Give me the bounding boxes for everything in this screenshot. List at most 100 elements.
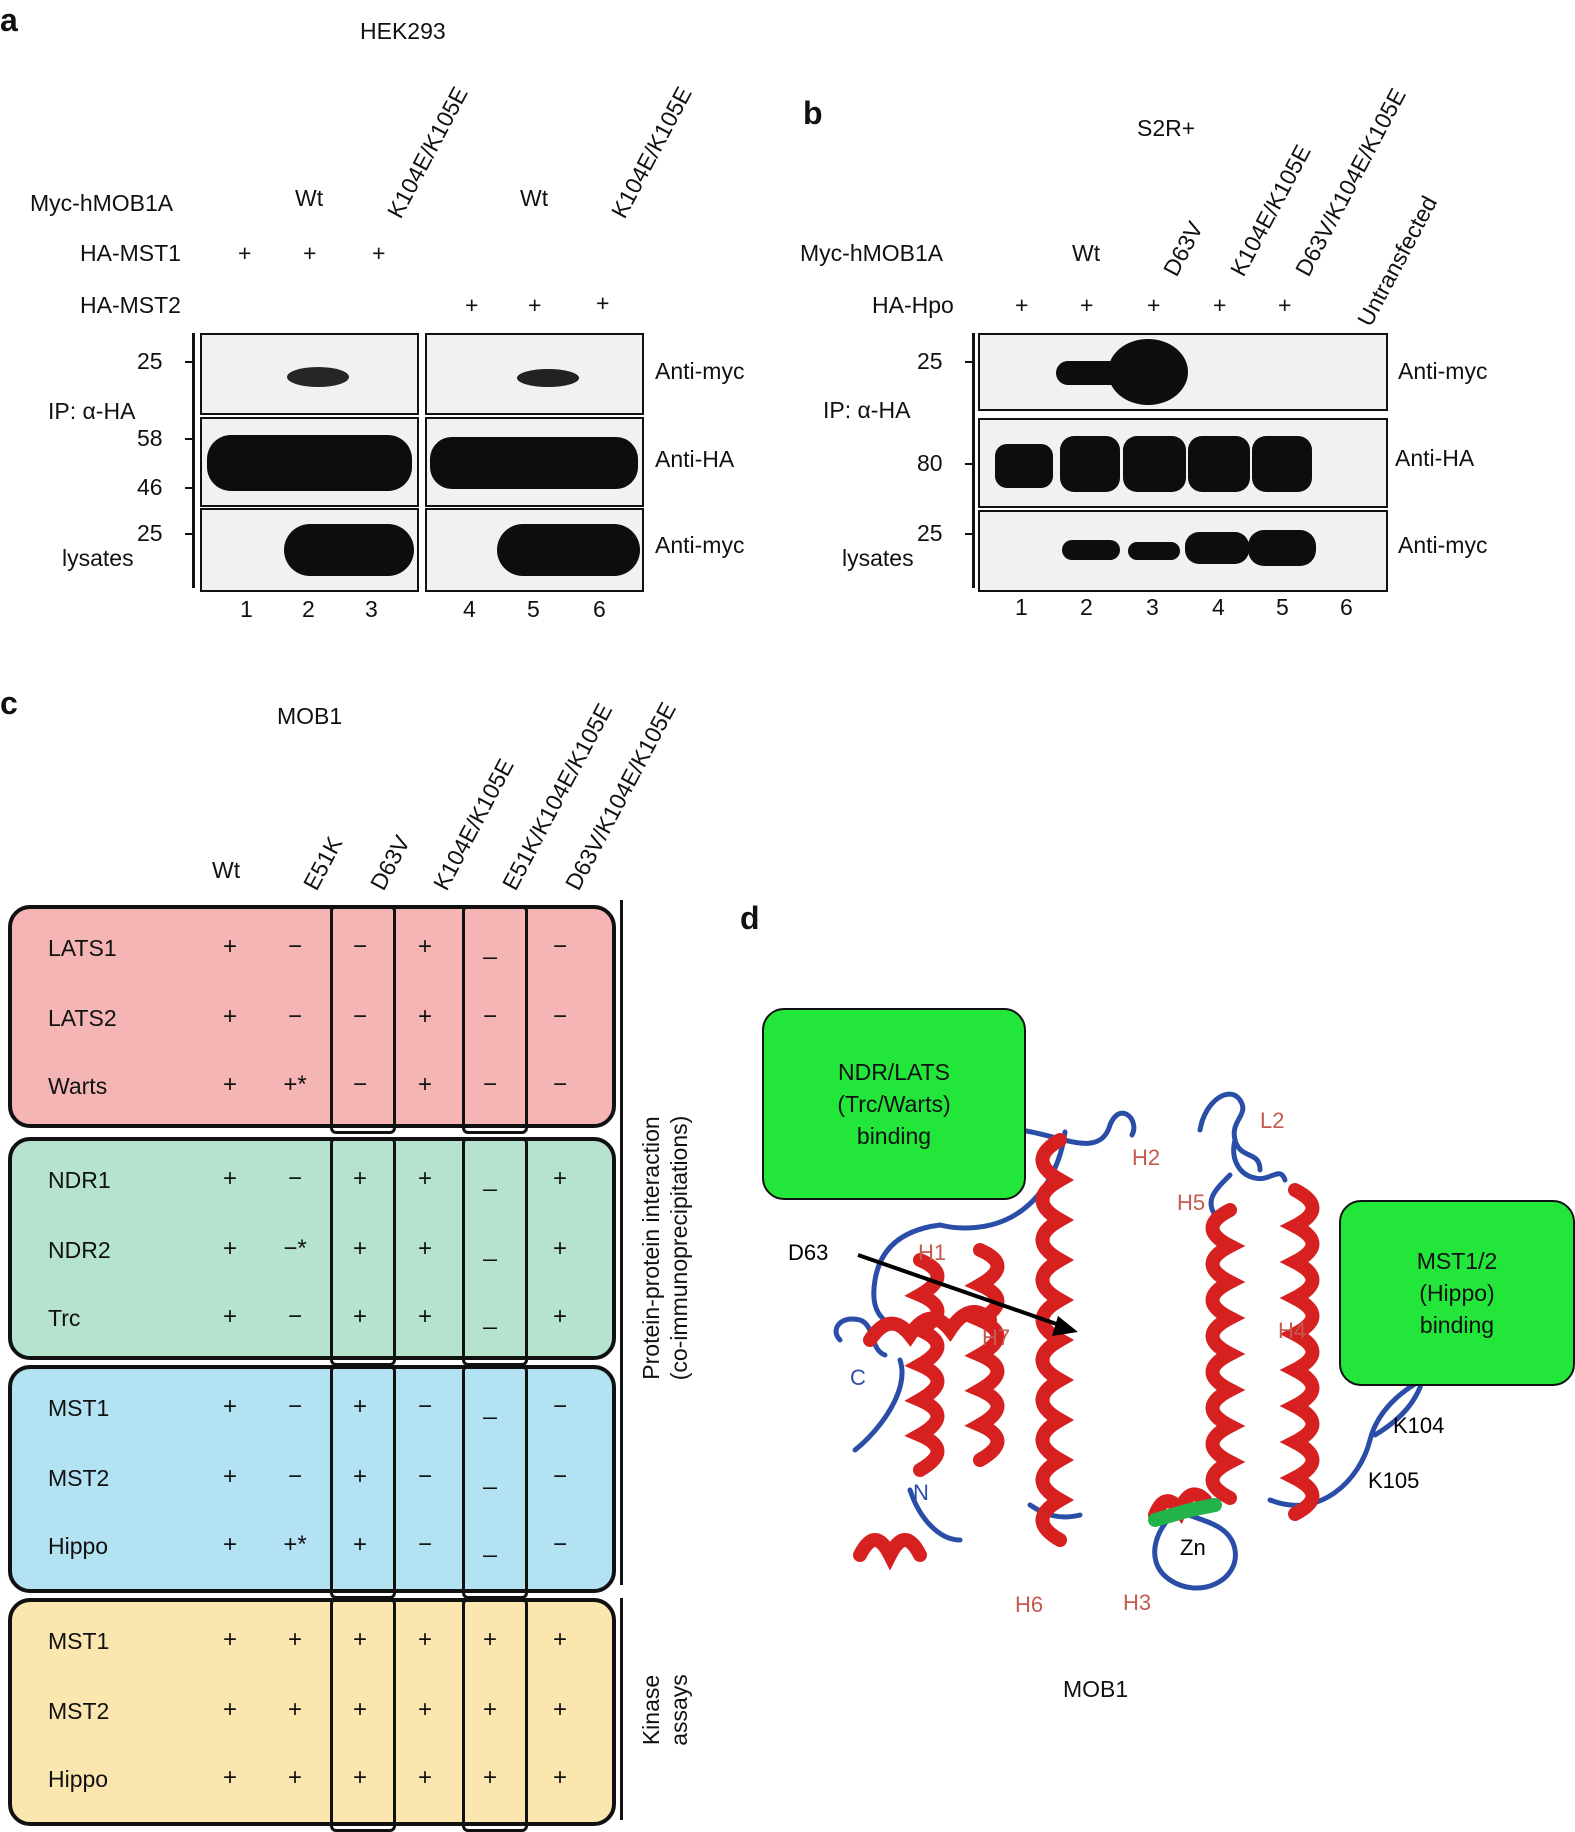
- lane-number: 2: [1080, 594, 1093, 620]
- partner-name: LATS1: [48, 935, 117, 961]
- column-header: Wt: [212, 857, 241, 883]
- interaction-cell: +: [417, 1235, 432, 1262]
- interaction-cell: +: [352, 1393, 367, 1420]
- panel-c-letter: c: [0, 685, 18, 721]
- row-label-mst2: HA-MST2: [80, 292, 181, 318]
- interaction-cell: +: [222, 1003, 237, 1030]
- lane-number: 5: [527, 596, 540, 622]
- helix-h6: [853, 1533, 927, 1571]
- interaction-cell: +: [417, 1626, 432, 1653]
- column-header: D63V: [365, 831, 415, 895]
- interaction-cell: +: [417, 1696, 432, 1723]
- highlighted-column: [330, 1365, 396, 1599]
- blot-anti-myc-lysate: [978, 510, 1388, 592]
- zinc-site: [1148, 1498, 1222, 1527]
- lane-number: 4: [463, 596, 476, 622]
- interaction-cell: +: [417, 1303, 432, 1330]
- interaction-cell: _: [483, 1393, 497, 1420]
- d63-arrowhead: [1052, 1316, 1078, 1336]
- box-line: MST1/2: [1416, 1248, 1498, 1274]
- mw-marker: 25: [917, 520, 943, 546]
- interaction-cell: −: [417, 1393, 432, 1420]
- helix-h5: [1205, 1203, 1246, 1505]
- interaction-cell: _: [483, 933, 497, 960]
- header-wt: Wt: [1072, 240, 1101, 266]
- helix-label: H6: [1015, 1592, 1043, 1617]
- mw-marker: 25: [137, 520, 163, 546]
- interaction-cell: −: [552, 1531, 567, 1558]
- lane-number: 1: [1015, 594, 1028, 620]
- lane-number: 2: [302, 596, 315, 622]
- interaction-cell: −: [352, 1071, 367, 1098]
- mw-marker: 25: [137, 348, 163, 374]
- blot-label: Anti-myc: [1398, 532, 1488, 558]
- partner-name: Trc: [48, 1305, 81, 1331]
- interaction-cell: +: [552, 1165, 567, 1192]
- helix-label: H1: [918, 1240, 946, 1265]
- blot-anti-myc-lysate: [425, 508, 644, 592]
- lysates-label: lysates: [842, 545, 914, 571]
- partner-name: MST2: [48, 1698, 110, 1724]
- interaction-cell: +: [482, 1696, 497, 1723]
- interaction-cell: −*: [283, 1235, 307, 1262]
- box-line: binding: [1419, 1312, 1495, 1338]
- highlighted-column: [330, 905, 396, 1134]
- plus: +: [596, 290, 610, 316]
- mw-marker: 25: [917, 348, 943, 374]
- lane-number: 3: [365, 596, 378, 622]
- partner-name: Hippo: [48, 1766, 109, 1792]
- partner-name: NDR1: [48, 1167, 111, 1193]
- n-terminus-label: N: [913, 1480, 929, 1505]
- interaction-cell: +: [287, 1764, 302, 1791]
- panel-c-title: MOB1: [277, 703, 343, 729]
- interaction-cell: −: [287, 1003, 302, 1030]
- interaction-cell: +: [552, 1696, 567, 1723]
- row-label-mst1: HA-MST1: [80, 240, 181, 266]
- partner-name: MST2: [48, 1465, 110, 1491]
- interaction-cell: +: [222, 1531, 237, 1558]
- interaction-cell: +: [222, 1393, 237, 1420]
- interaction-cell: +: [482, 1764, 497, 1791]
- plus: +: [465, 292, 479, 318]
- partner-name: NDR2: [48, 1237, 111, 1263]
- mw-marker: 58: [137, 425, 163, 451]
- interaction-cell: +: [222, 1235, 237, 1262]
- lane-number: 5: [1276, 594, 1289, 620]
- box-line: binding: [856, 1123, 932, 1149]
- blot-anti-ha: [978, 418, 1388, 508]
- helix-h4: [1279, 1183, 1320, 1521]
- row-label-hpo: HA-Hpo: [872, 292, 954, 318]
- ppi-side-label: Protein-protein interaction (co-immunopr…: [637, 1038, 693, 1458]
- loop: [852, 1357, 905, 1453]
- mw-marker: 46: [137, 474, 163, 500]
- ndr-lats-binding-box: NDR/LATS (Trc/Warts) binding: [762, 1008, 1026, 1200]
- lane-number: 6: [1340, 594, 1353, 620]
- header-wt-2: Wt: [520, 185, 549, 211]
- interaction-cell: +: [222, 1463, 237, 1490]
- interaction-cell: +: [352, 1235, 367, 1262]
- blot-label: Anti-myc: [655, 358, 745, 384]
- interaction-cell: _: [483, 1303, 497, 1330]
- header-k104e-2: K104E/K105E: [606, 82, 697, 223]
- interaction-cell: +: [552, 1764, 567, 1791]
- mst-binding-box: MST1/2 (Hippo) binding: [1339, 1200, 1575, 1386]
- interaction-cell: −: [352, 1003, 367, 1030]
- loop: [1152, 1507, 1238, 1591]
- plus: +: [1278, 292, 1292, 318]
- header-k104e-1: K104E/K105E: [382, 82, 473, 223]
- highlighted-column: [462, 1137, 528, 1366]
- box-line: (Trc/Warts): [837, 1091, 951, 1117]
- plus: +: [1080, 292, 1094, 318]
- interaction-cell: +: [482, 1626, 497, 1653]
- interaction-cell: +: [352, 1764, 367, 1791]
- interaction-cell: +: [222, 933, 237, 960]
- interaction-cell: +: [552, 1303, 567, 1330]
- partner-name: LATS2: [48, 1005, 117, 1031]
- interaction-cell: _: [483, 1165, 497, 1192]
- interaction-cell: +: [352, 1303, 367, 1330]
- interaction-cell: +: [417, 1764, 432, 1791]
- kinase-side-label: Kinase assays: [637, 1610, 693, 1810]
- ip-label: IP: α-HA: [48, 398, 136, 424]
- interaction-cell: −: [552, 1463, 567, 1490]
- interaction-cell: +: [417, 933, 432, 960]
